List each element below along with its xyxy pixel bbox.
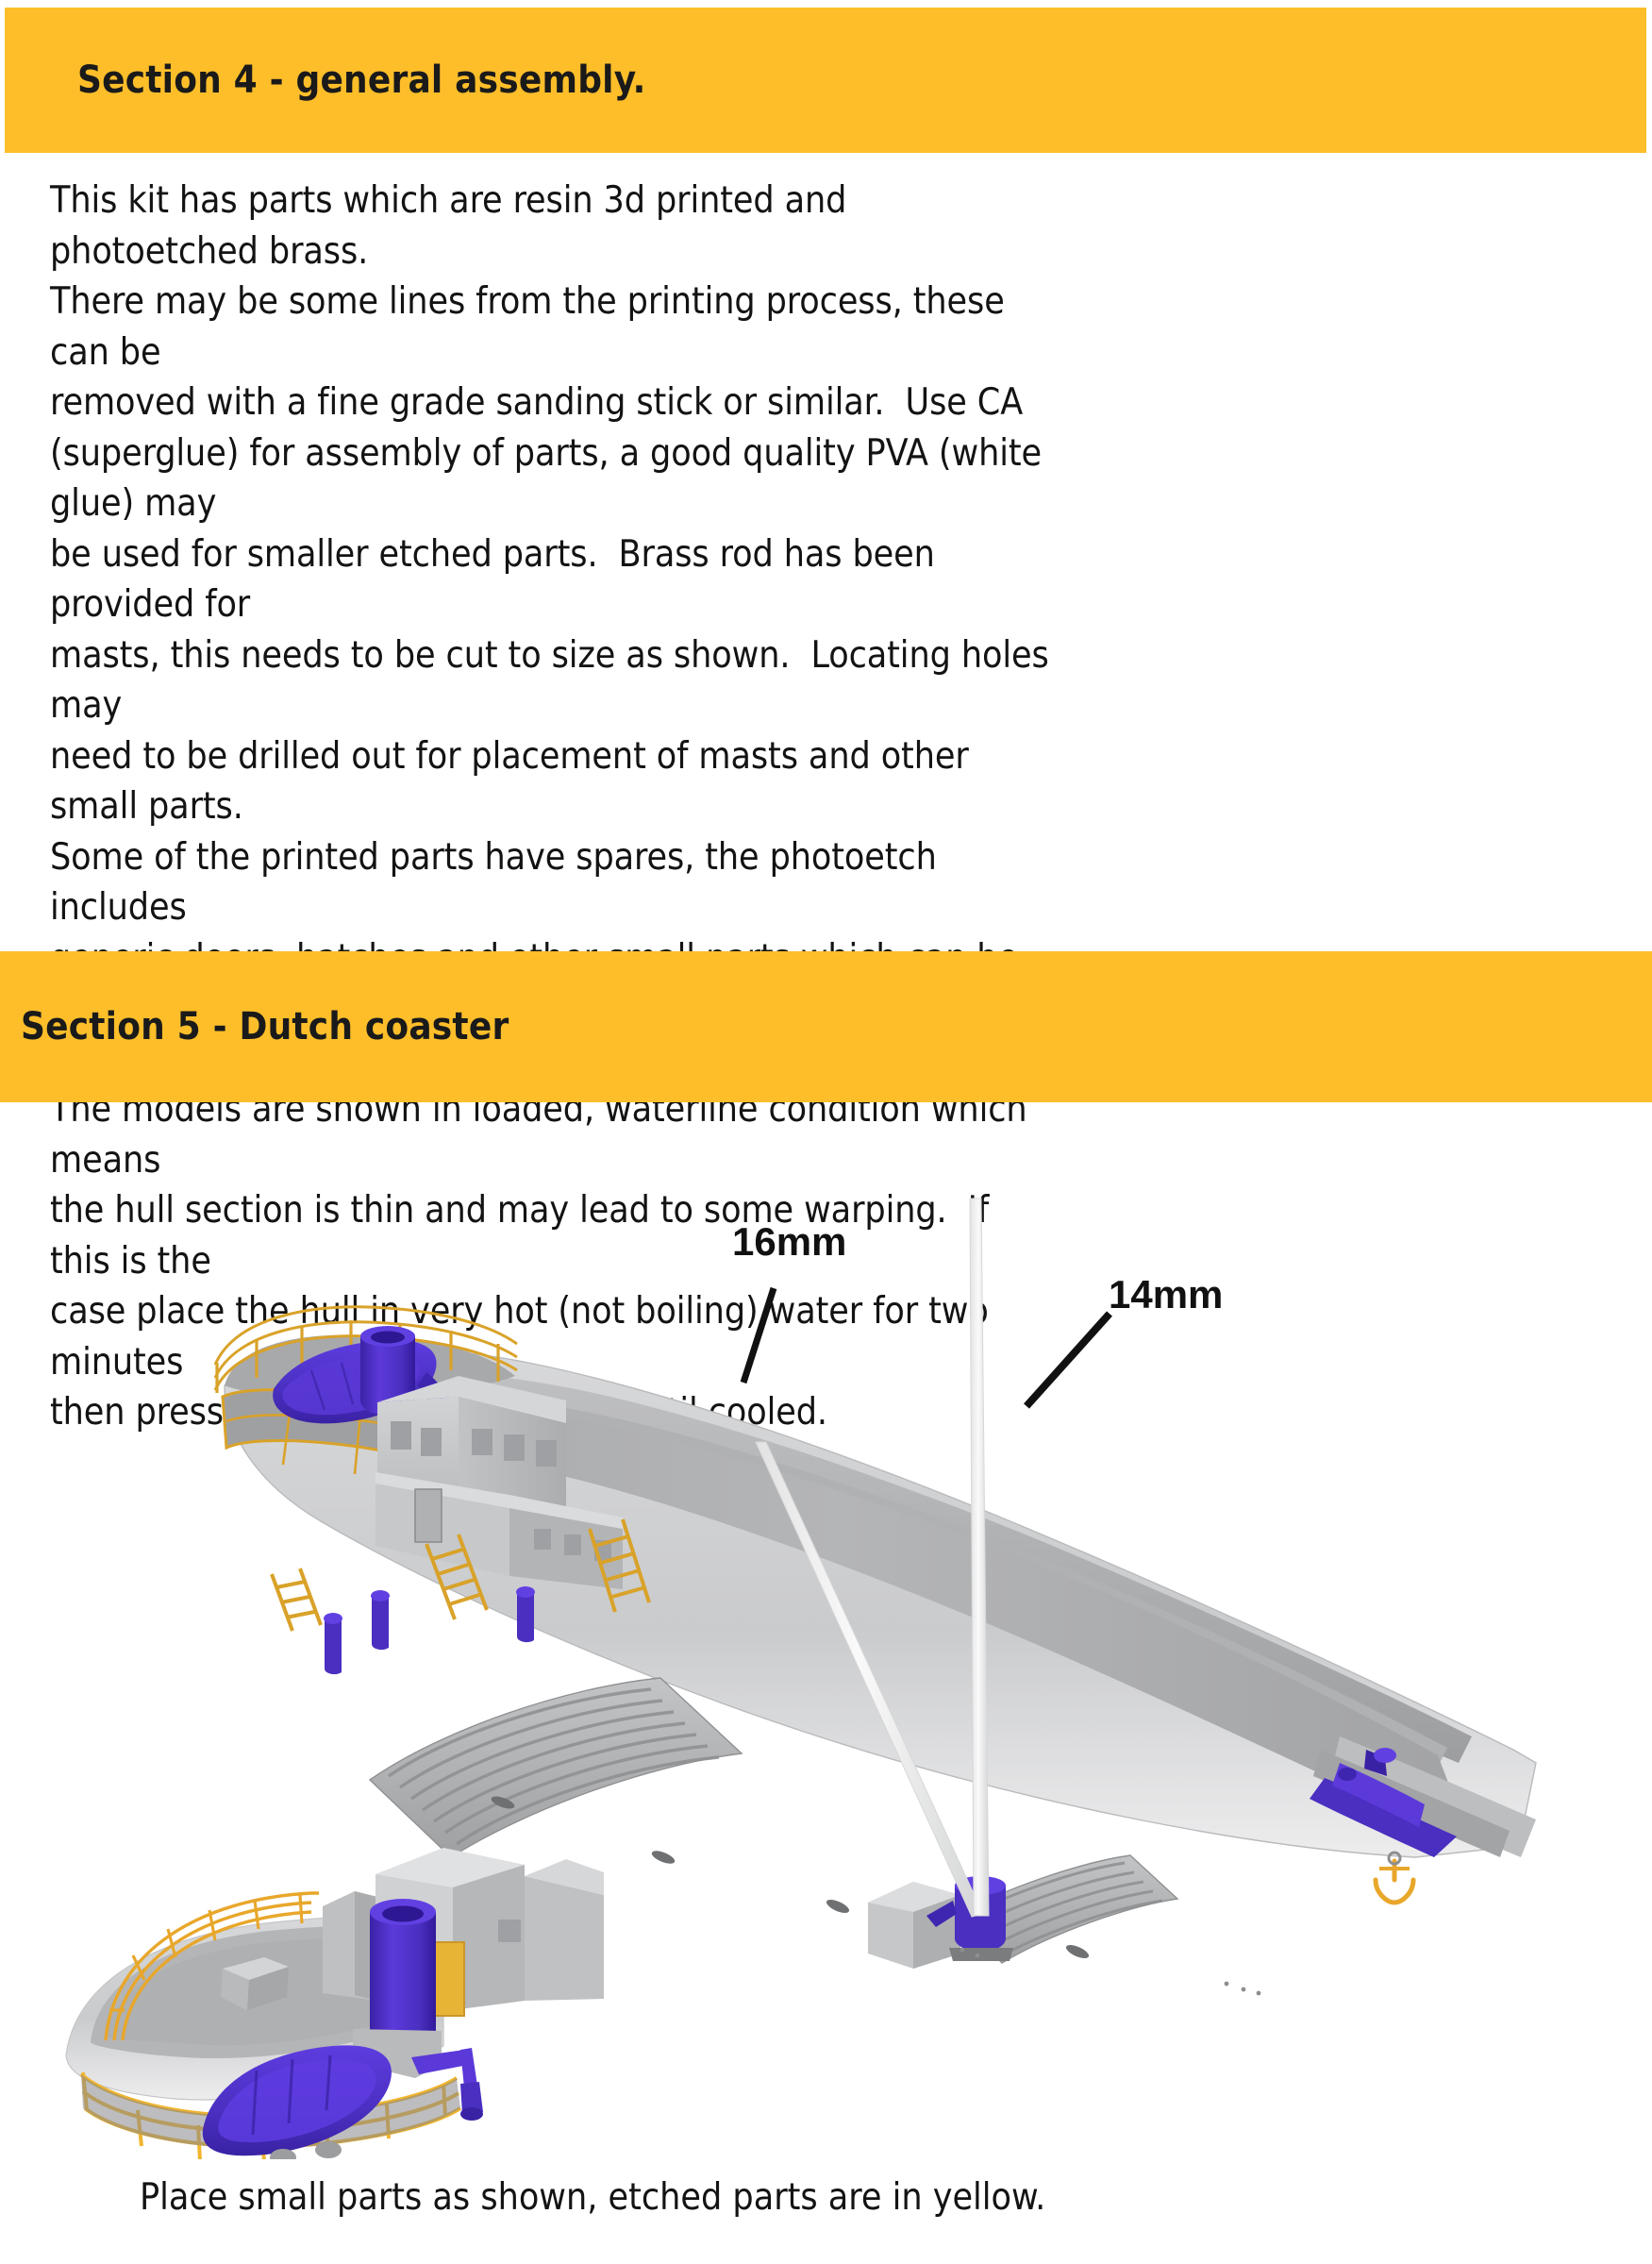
dutch-coaster-figure (0, 1102, 1652, 2159)
section-4-body-text: This kit has parts which are resin 3d pr… (50, 179, 1049, 1434)
deck-bollard-parts (324, 1586, 535, 1675)
figure-caption: Place small parts as shown, etched parts… (140, 2176, 1046, 2219)
bow-windlass-part (1310, 1748, 1457, 1857)
inset-deckhouse (323, 1848, 604, 2017)
mast-14mm (969, 1198, 990, 1917)
ladder-etched-forward (588, 1518, 651, 1613)
mast-assembly (755, 1198, 990, 1918)
section-4-header-band: Section 4 - general assembly. (5, 8, 1646, 153)
ladder-etched-portside (270, 1568, 323, 1632)
section-5-header-band: Section 5 - Dutch coaster (0, 951, 1652, 1102)
hatch-cover-aft (368, 1677, 743, 1858)
dimension-label-14mm: 14mm (1109, 1272, 1224, 1316)
deckhouse-door (414, 1488, 442, 1543)
inset-deck-block (221, 1957, 289, 2010)
dimension-label-16mm: 16mm (732, 1219, 847, 1264)
inset-davit-part (411, 2048, 483, 2121)
section-4-title: Section 4 - general assembly. (77, 59, 646, 102)
inset-lifeboat-part (202, 2045, 392, 2156)
bridge-windows (391, 1421, 557, 1467)
inset-stern-railing-etched (104, 1891, 319, 2041)
stern-detail-inset (65, 1848, 604, 2159)
section-5-title: Section 5 - Dutch coaster (21, 1005, 509, 1048)
inset-boat-chocks (270, 2141, 342, 2159)
ladder-etched-aft (425, 1534, 489, 1620)
anchor-etched (1373, 1851, 1416, 1905)
hull-freeing-ports (491, 1796, 1090, 1958)
deckhouse-superstructure (375, 1376, 623, 1589)
hatch-cover-forward (953, 1854, 1179, 1964)
ship-main-view (213, 1198, 1537, 1996)
hull-rivet-marks (959, 1947, 1261, 1996)
deck-box-part (868, 1882, 960, 1969)
